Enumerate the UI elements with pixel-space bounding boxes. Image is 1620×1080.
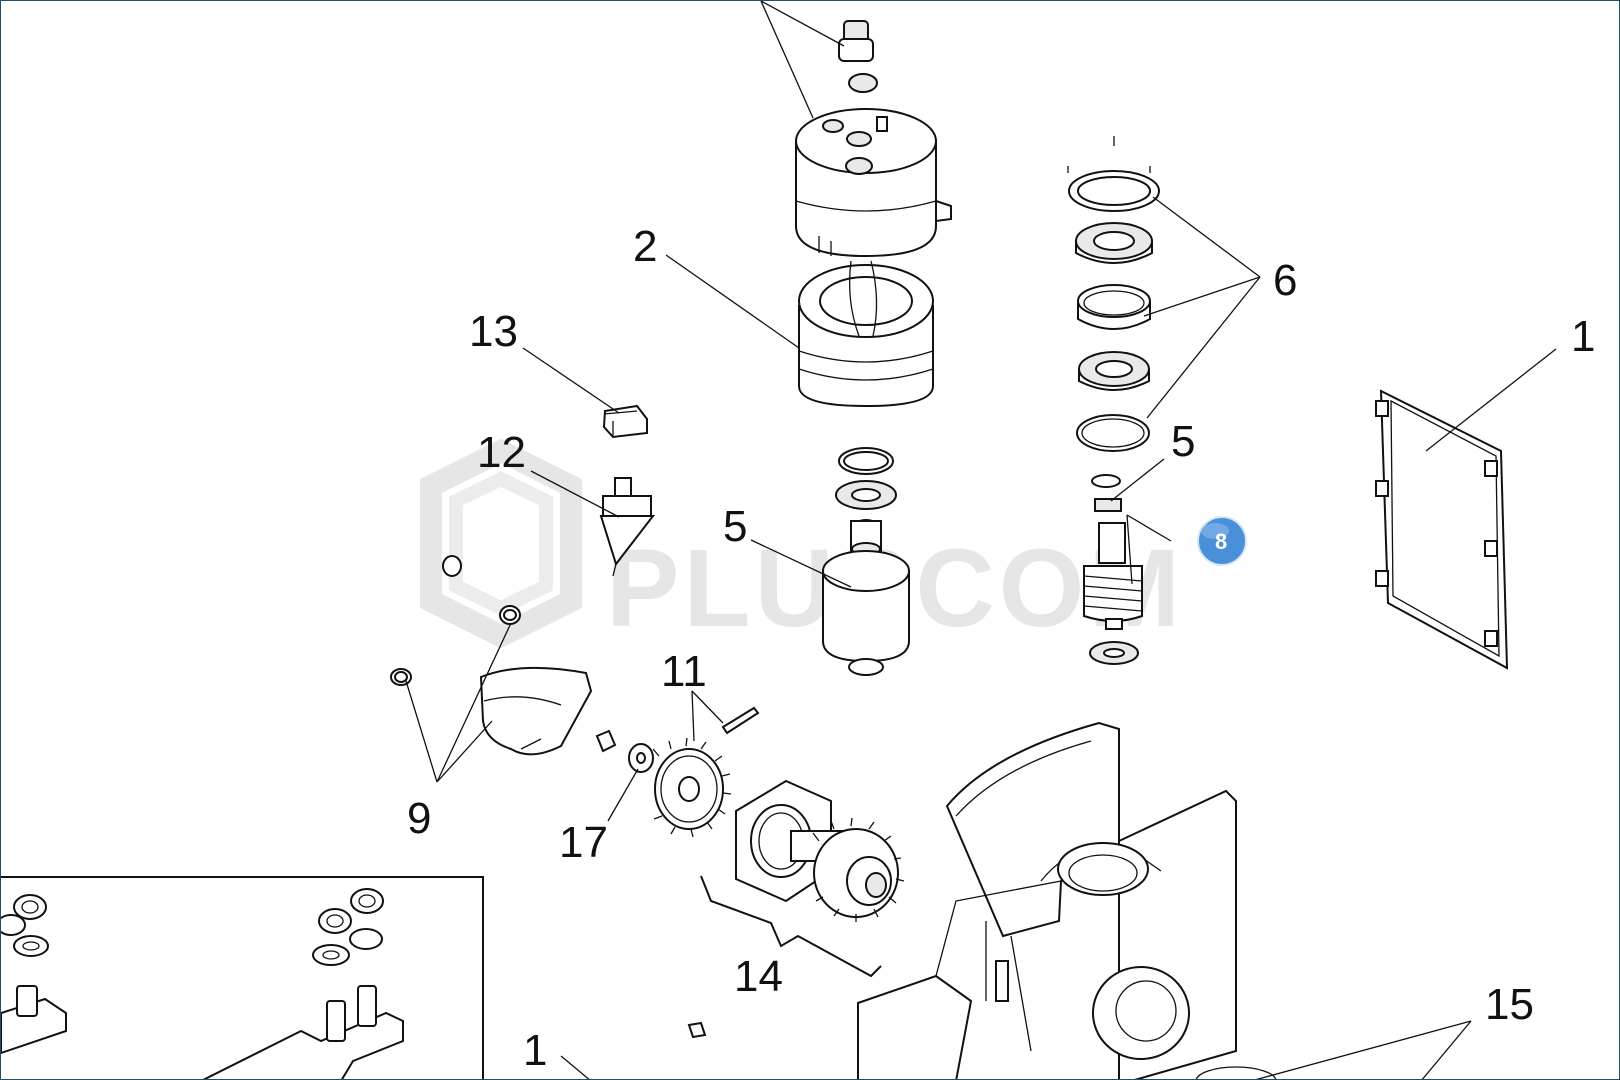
callout-9[interactable]: 9 [407, 794, 431, 843]
callout-13[interactable]: 13 [469, 307, 518, 356]
part-gearbox-housing[interactable] [687, 721, 1237, 1080]
part-drive-gear[interactable] [652, 737, 732, 838]
watermark-hexagon-logo [420, 438, 582, 649]
callout-1-right[interactable]: 1 [1571, 312, 1595, 361]
part-switch-block[interactable] [602, 404, 648, 439]
leader-lines [405, 1, 1557, 1079]
watermark-hexagon-inner [449, 471, 553, 616]
part-cover-plate-right[interactable] [1375, 389, 1509, 670]
hotspot-badge-shine [1201, 523, 1229, 539]
part-pin-and-washer[interactable] [595, 706, 760, 773]
callout-5-right[interactable]: 5 [1171, 417, 1195, 466]
callout-1-bottom[interactable]: 1 [523, 1026, 547, 1075]
part-motor-housing[interactable] [795, 20, 952, 408]
part-gear-flange-assembly[interactable] [735, 779, 905, 922]
callout-5-center[interactable]: 5 [723, 502, 747, 551]
callout-labels: 1 1 2 5 5 6 9 11 12 13 14 15 17 [407, 222, 1595, 1075]
inset-hardware-panel [1, 876, 484, 1080]
part-gear-guard[interactable] [390, 555, 593, 756]
hotspot-badge-8[interactable]: 8 [1197, 516, 1247, 566]
callout-12[interactable]: 12 [477, 428, 526, 477]
callout-11[interactable]: 11 [661, 647, 707, 696]
callout-6[interactable]: 6 [1273, 256, 1297, 305]
watermark: PLUSCOM [420, 438, 1180, 650]
callout-17[interactable]: 17 [559, 818, 608, 867]
part-bearing-stack[interactable] [1067, 136, 1160, 665]
part-switch-connector[interactable] [599, 477, 656, 577]
part-rotor-center[interactable] [822, 447, 910, 676]
part-bracket-plate[interactable] [1, 985, 404, 1080]
hotspot-badge-label: 8 [1215, 529, 1227, 554]
callout-14[interactable]: 14 [734, 952, 783, 1001]
callout-2[interactable]: 2 [633, 222, 657, 271]
part-nuts-and-washers[interactable] [1, 888, 384, 966]
callout-15[interactable]: 15 [1485, 980, 1534, 1029]
